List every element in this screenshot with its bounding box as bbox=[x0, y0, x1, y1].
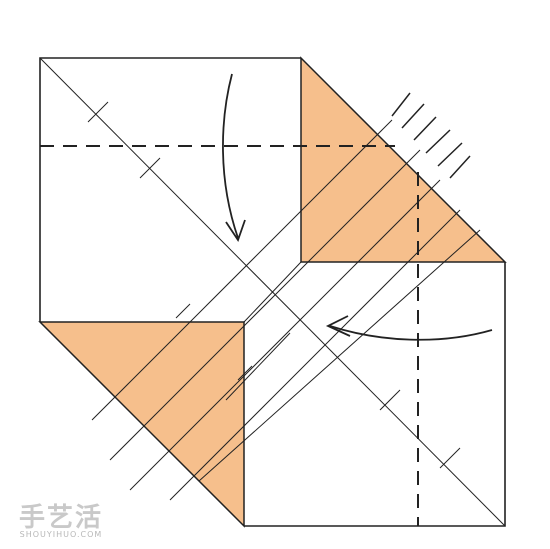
edge-hatch-marks bbox=[391, 92, 471, 179]
parallel-creases bbox=[91, 119, 481, 501]
watermark-logo-text: 手艺活 bbox=[18, 503, 103, 533]
watermark: 手艺活 SHOUYIHUO.COM bbox=[6, 497, 116, 545]
colored-triangle-top-right bbox=[300, 56, 507, 263]
arrow-left bbox=[325, 315, 493, 341]
colored-triangle-bottom-left bbox=[38, 321, 245, 528]
diagonal-tick-marks bbox=[87, 101, 461, 469]
watermark-url-text: SHOUYIHUO.COM bbox=[19, 530, 103, 539]
arrow-down bbox=[222, 73, 246, 243]
